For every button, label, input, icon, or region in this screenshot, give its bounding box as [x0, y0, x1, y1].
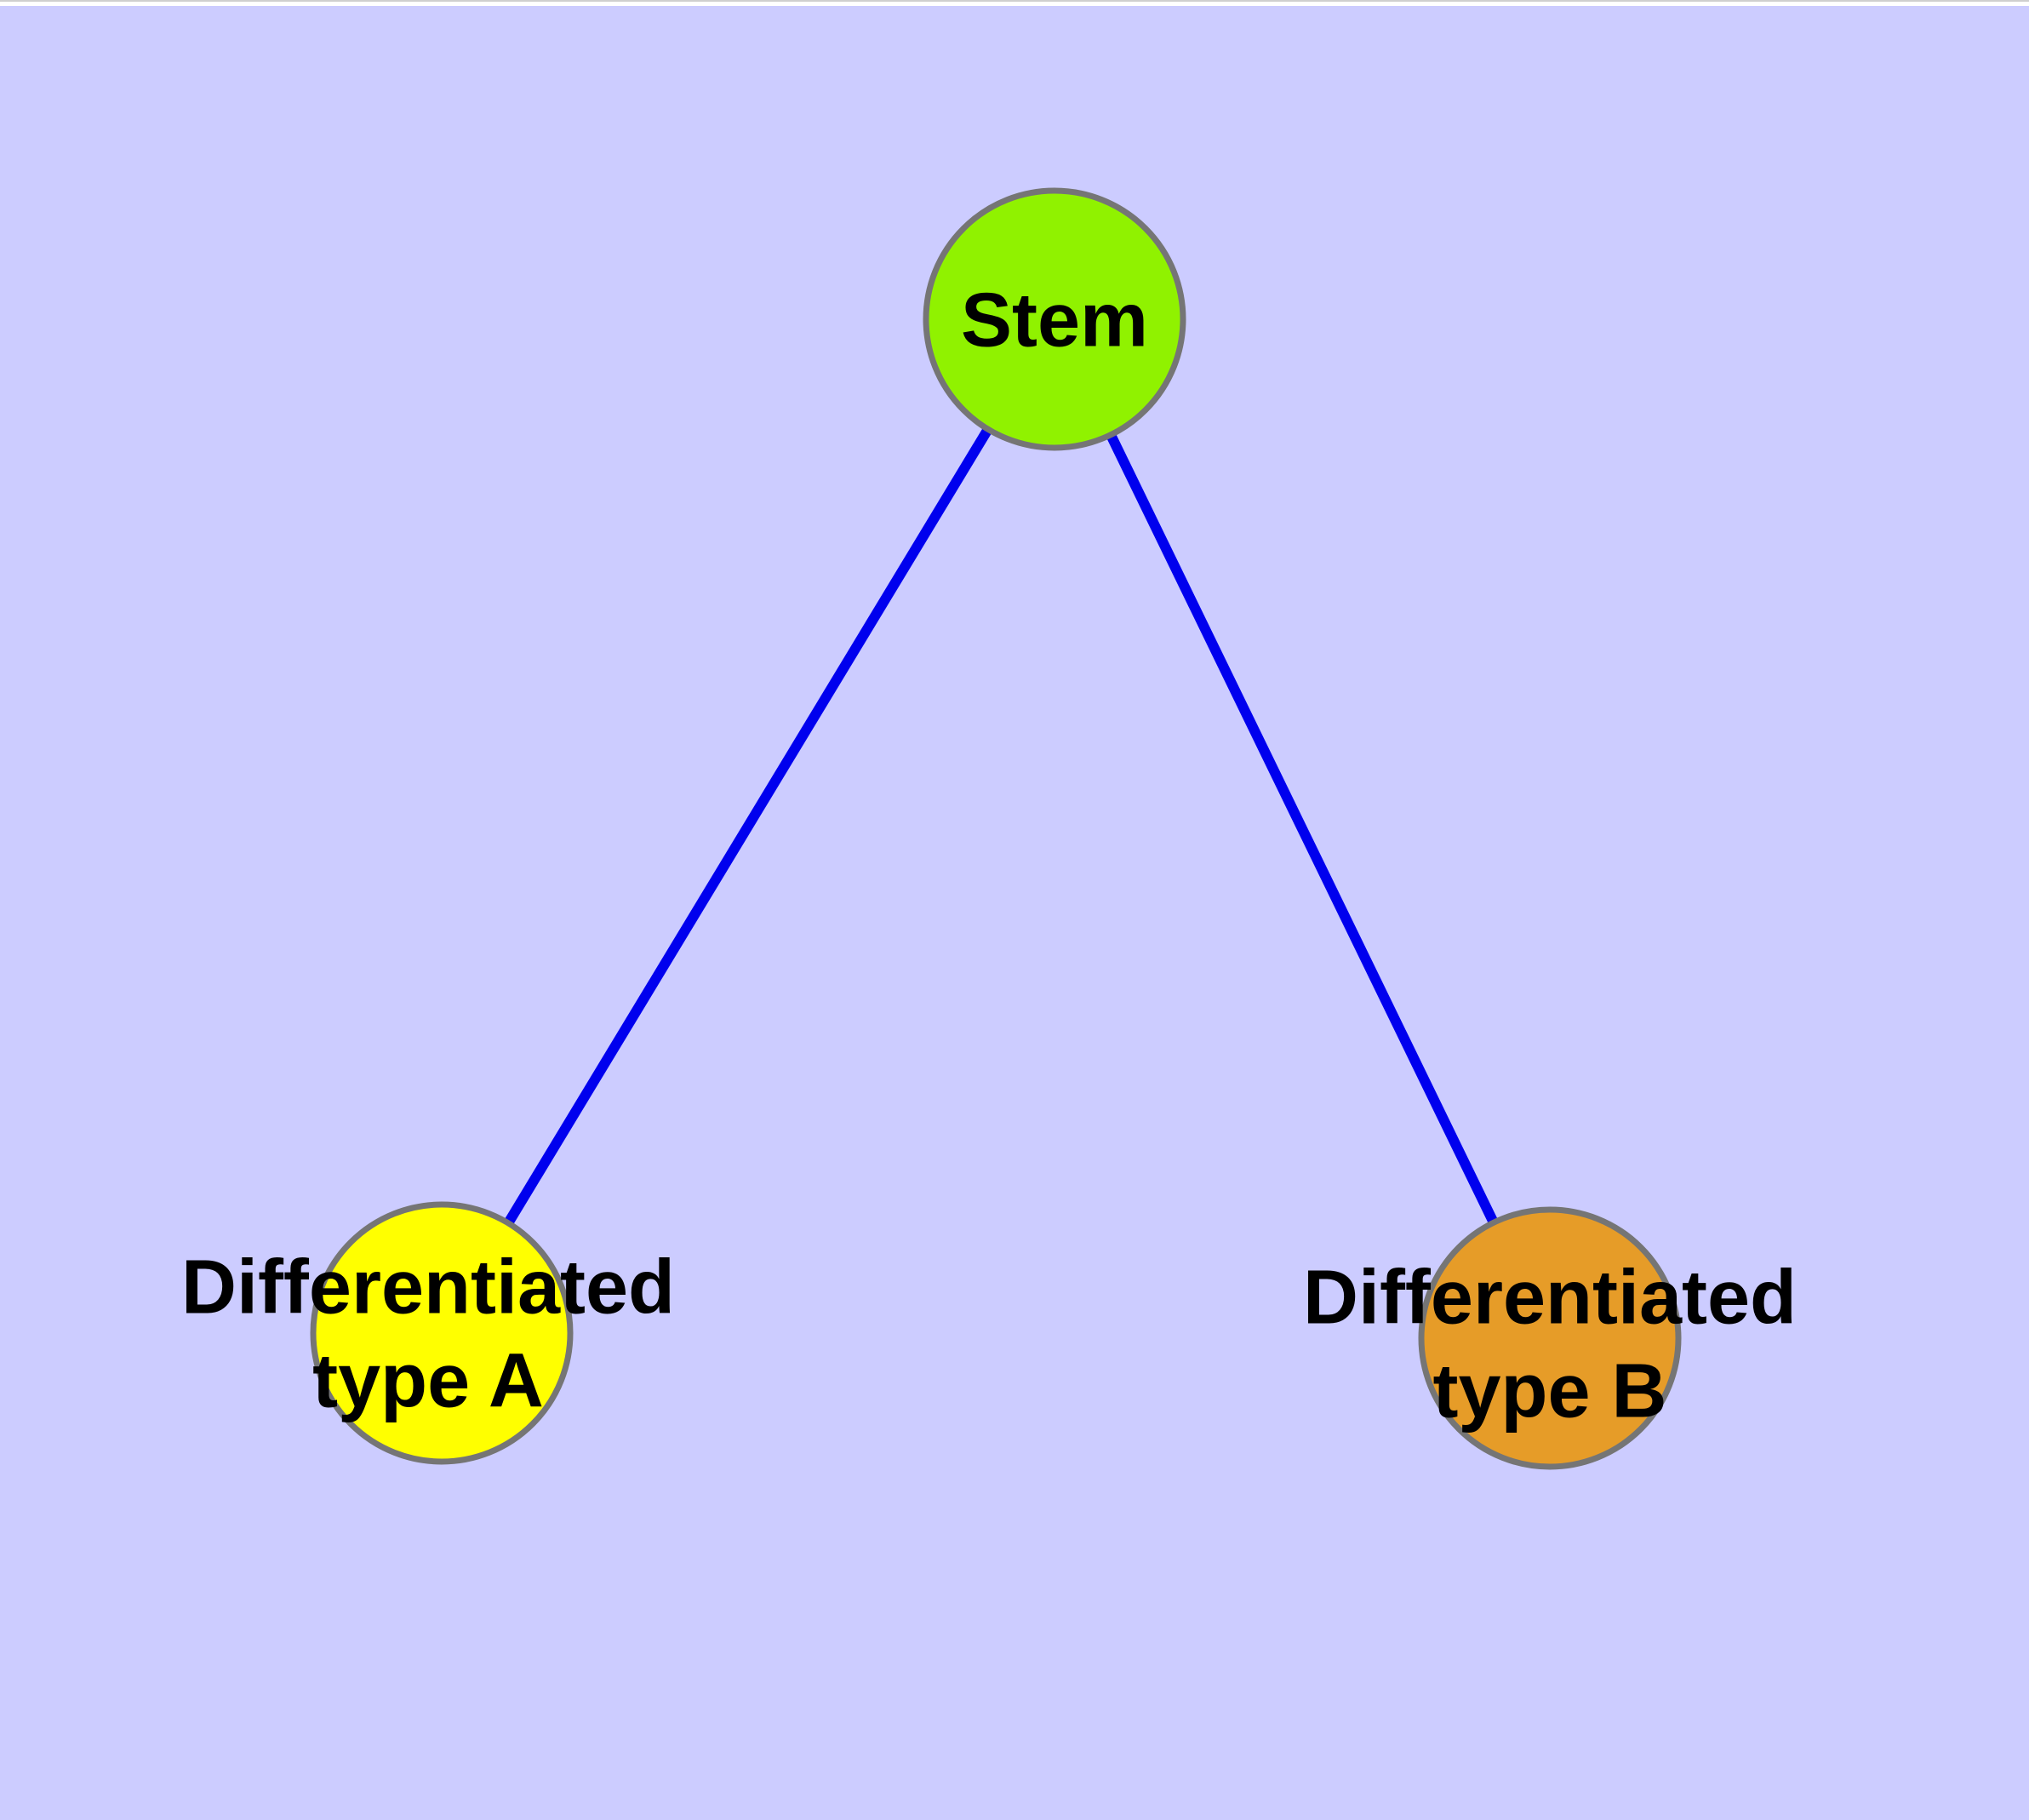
node-label-line: Stem — [961, 278, 1148, 363]
node-stem-label: Stem — [961, 278, 1148, 363]
node-label-line: Differentiated — [181, 1245, 675, 1331]
node-diff-b-circle — [1418, 1206, 1682, 1470]
edge-stem-diff-b — [1049, 317, 1555, 1341]
edge-stem-diff-a — [437, 316, 1060, 1336]
node-diff-a-circle — [310, 1201, 574, 1465]
node-label-line: Differentiated — [1303, 1256, 1797, 1341]
node-stem-circle — [923, 187, 1186, 451]
node-label-line: type B — [1432, 1349, 1666, 1434]
node-label-line: type A — [312, 1339, 544, 1424]
node-stem: Stem — [923, 187, 1186, 451]
top-margin-strip — [0, 0, 2029, 6]
